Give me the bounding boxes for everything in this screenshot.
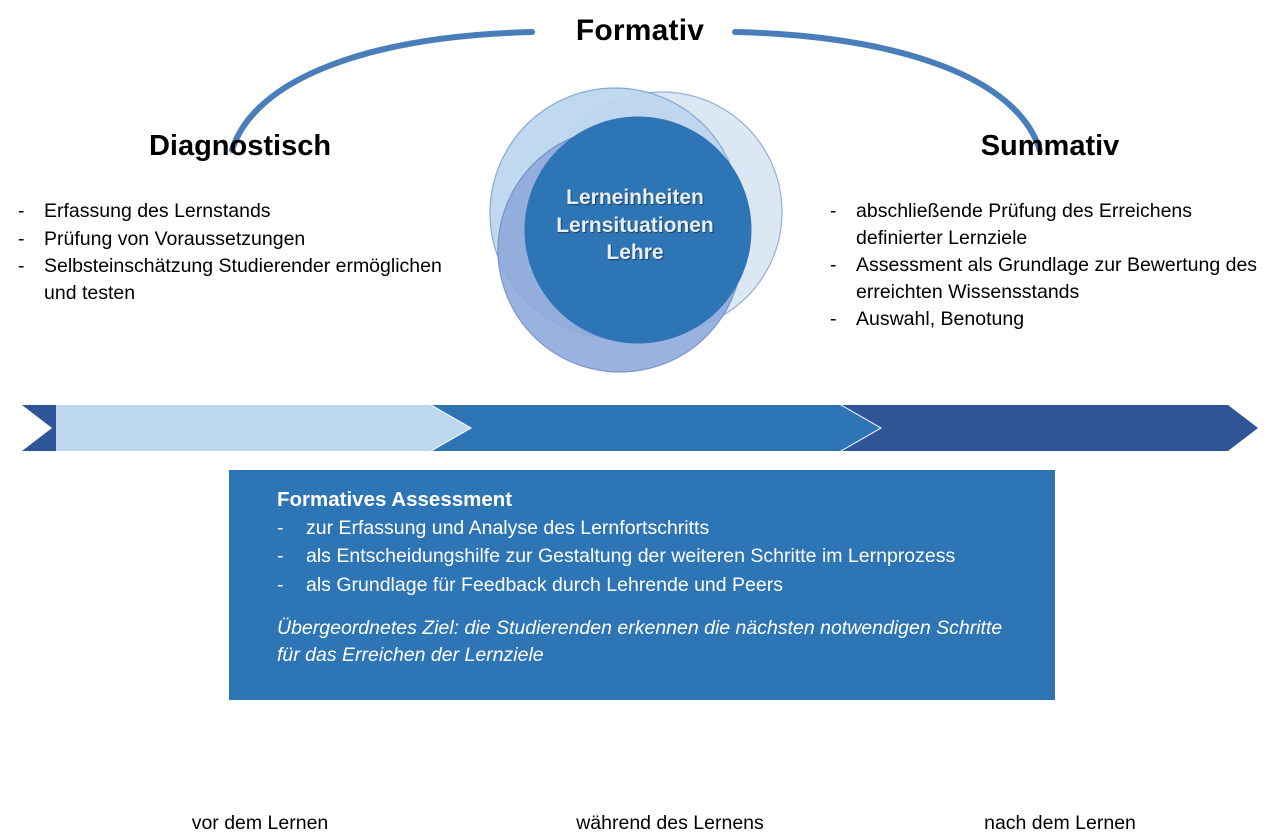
bullet-dash: - bbox=[277, 517, 284, 539]
bullet-dash: - bbox=[830, 200, 837, 222]
list-item-label: Auswahl, Benotung bbox=[856, 308, 1025, 331]
list-diagnostisch: - Erfassung des Lernstands - Prüfung von… bbox=[18, 198, 448, 307]
list-item-label: zur Erfassung und Analyse des Lernfortsc… bbox=[306, 517, 710, 539]
list-item-label: als Grundlage für Feedback durch Lehrend… bbox=[306, 573, 783, 596]
timeline-label-1: vor dem Lernen bbox=[191, 812, 329, 834]
list-item-label: Prüfung von Voraussetzungen bbox=[44, 227, 306, 250]
list-item: - Selbsteinschätzung Studierender ermögl… bbox=[18, 253, 448, 306]
list-summativ: - abschließende Prüfung des Erreichens d… bbox=[830, 198, 1270, 334]
diagram-canvas: Formativ Diagnostisch - Erfassung des Le… bbox=[0, 14, 1280, 834]
timeline-segment-1 bbox=[56, 405, 470, 451]
list-item: - Erfassung des Lernstands bbox=[18, 198, 448, 225]
bullet-dash: - bbox=[277, 545, 284, 568]
timeline-segment-2 bbox=[432, 405, 880, 451]
circle-main-blue bbox=[524, 116, 752, 344]
list-item-label: Selbsteinschätzung Studierender ermöglic… bbox=[44, 255, 442, 304]
bullet-dash: - bbox=[830, 254, 837, 277]
box-title: Formatives Assessment bbox=[277, 488, 513, 511]
venn-circle-cluster: Lerneinheiten Lernsituationen Lehre bbox=[470, 78, 800, 378]
bullet-dash: - bbox=[277, 573, 284, 596]
box-goal-note: Übergeordnetes Ziel: die Studierenden er… bbox=[277, 616, 1003, 667]
bullet-dash: - bbox=[18, 200, 25, 222]
timeline-segment-3 bbox=[842, 405, 1258, 451]
list-item: - als Grundlage für Feedback durch Lehre… bbox=[277, 571, 1029, 599]
box-bullet-list: - zur Erfassung und Analyse des Lernfort… bbox=[277, 514, 1029, 599]
bullet-dash: - bbox=[18, 255, 25, 278]
list-item: - zur Erfassung und Analyse des Lernfort… bbox=[277, 514, 1029, 542]
list-item: - Assessment als Grundlage zur Bewertung… bbox=[830, 252, 1270, 305]
list-item: - als Entscheidungshilfe zur Gestaltung … bbox=[277, 542, 1029, 570]
timeline-label-2: während des Lernens bbox=[576, 812, 764, 834]
bullet-dash: - bbox=[830, 308, 837, 331]
list-item-label: Assessment als Grundlage zur Bewertung d… bbox=[856, 254, 1258, 303]
list-item: - Auswahl, Benotung bbox=[830, 306, 1270, 333]
list-item-label: abschließende Prüfung des Erreichens def… bbox=[856, 200, 1193, 249]
list-item-label: als Entscheidungshilfe zur Gestaltung de… bbox=[306, 545, 956, 568]
formatives-assessment-box: Formatives Assessment - zur Erfassung un… bbox=[229, 470, 1055, 700]
heading-diagnostisch: Diagnostisch bbox=[148, 130, 332, 162]
timeline-label-3: nach dem Lernen bbox=[984, 812, 1136, 834]
list-item-label: Erfassung des Lernstands bbox=[44, 200, 271, 222]
list-item: - abschließende Prüfung des Erreichens d… bbox=[830, 198, 1270, 251]
list-item: - Prüfung von Voraussetzungen bbox=[18, 226, 448, 253]
heading-summativ: Summativ bbox=[980, 130, 1120, 162]
bullet-dash: - bbox=[18, 227, 25, 250]
page-title-formativ: Formativ bbox=[575, 14, 705, 47]
timeline-band: vor dem Lernen während des Lernens nach … bbox=[0, 400, 1280, 834]
